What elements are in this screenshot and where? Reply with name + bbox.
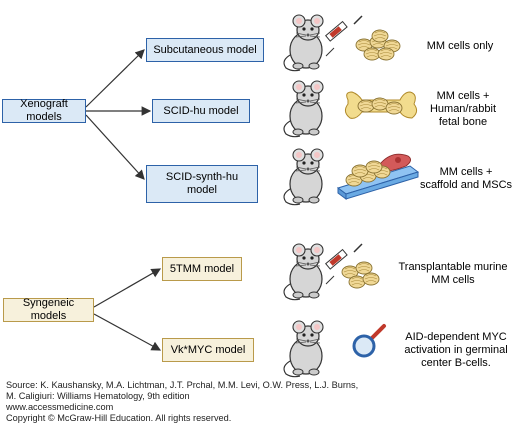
scid-hu-model-label: SCID-hu model bbox=[163, 104, 239, 117]
mouse-icon bbox=[283, 320, 324, 378]
syngeneic-root-label: Syngeneic models bbox=[22, 297, 75, 322]
mouse-icon bbox=[283, 14, 324, 72]
desc-subcutaneous: MM cells only bbox=[426, 40, 494, 52]
5tmm-model-box: 5TMM model bbox=[162, 257, 242, 281]
mouse-icon bbox=[283, 243, 324, 301]
desc-5tmm: Transplantable murine MM cells bbox=[398, 261, 508, 286]
5tmm-model-label: 5TMM model bbox=[169, 262, 235, 275]
subcutaneous-model-box: Subcutaneous model bbox=[146, 38, 264, 62]
source-caption: Source: K. Kaushansky, M.A. Lichtman, J.… bbox=[6, 380, 516, 424]
fetal-bone-icon bbox=[344, 91, 418, 119]
syringe-icon bbox=[324, 15, 363, 57]
source-line-2: M. Caligiuri: Williams Hematology, 9th e… bbox=[6, 391, 190, 401]
arrow-to-5tmm bbox=[93, 268, 162, 308]
vkmyc-model-box: Vk*MYC model bbox=[162, 338, 254, 362]
xenograft-root-box: Xenograft models bbox=[2, 98, 86, 123]
scid-synth-hu-model-box: SCID-synth-hu model bbox=[146, 165, 258, 203]
source-url[interactable]: www.accessmedicine.com bbox=[6, 402, 114, 412]
magnifier-icon bbox=[352, 324, 386, 358]
arrow-to-scid-synth-hu bbox=[85, 114, 145, 180]
desc-scid-synth-hu: MM cells + scaffold and MSCs bbox=[419, 166, 513, 191]
scid-hu-model-box: SCID-hu model bbox=[152, 99, 250, 123]
desc-scid-hu: MM cells + Human/rabbit fetal bone bbox=[429, 90, 497, 128]
copyright: Copyright © McGraw-Hill Education. All r… bbox=[6, 413, 232, 423]
vkmyc-model-label: Vk*MYC model bbox=[170, 343, 246, 356]
source-line-1: Source: K. Kaushansky, M.A. Lichtman, J.… bbox=[6, 380, 359, 390]
arrow-to-vkmyc bbox=[93, 313, 162, 351]
syngeneic-root-box: Syngeneic models bbox=[3, 297, 94, 322]
mouse-icon bbox=[283, 80, 324, 138]
desc-vkmyc: AID-dependent MYC activation in germinal… bbox=[404, 331, 508, 369]
subcutaneous-model-label: Subcutaneous model bbox=[153, 43, 257, 56]
scid-synth-hu-model-label: SCID-synth-hu model bbox=[165, 171, 239, 196]
mouse-icon bbox=[283, 148, 324, 206]
arrow-to-subcutaneous bbox=[85, 49, 145, 108]
scaffold-msc-icon bbox=[336, 153, 420, 200]
murine-mm-cells-icon bbox=[341, 261, 380, 289]
mm-cells-icon bbox=[355, 29, 401, 61]
xenograft-root-label: Xenograft models bbox=[20, 98, 68, 123]
